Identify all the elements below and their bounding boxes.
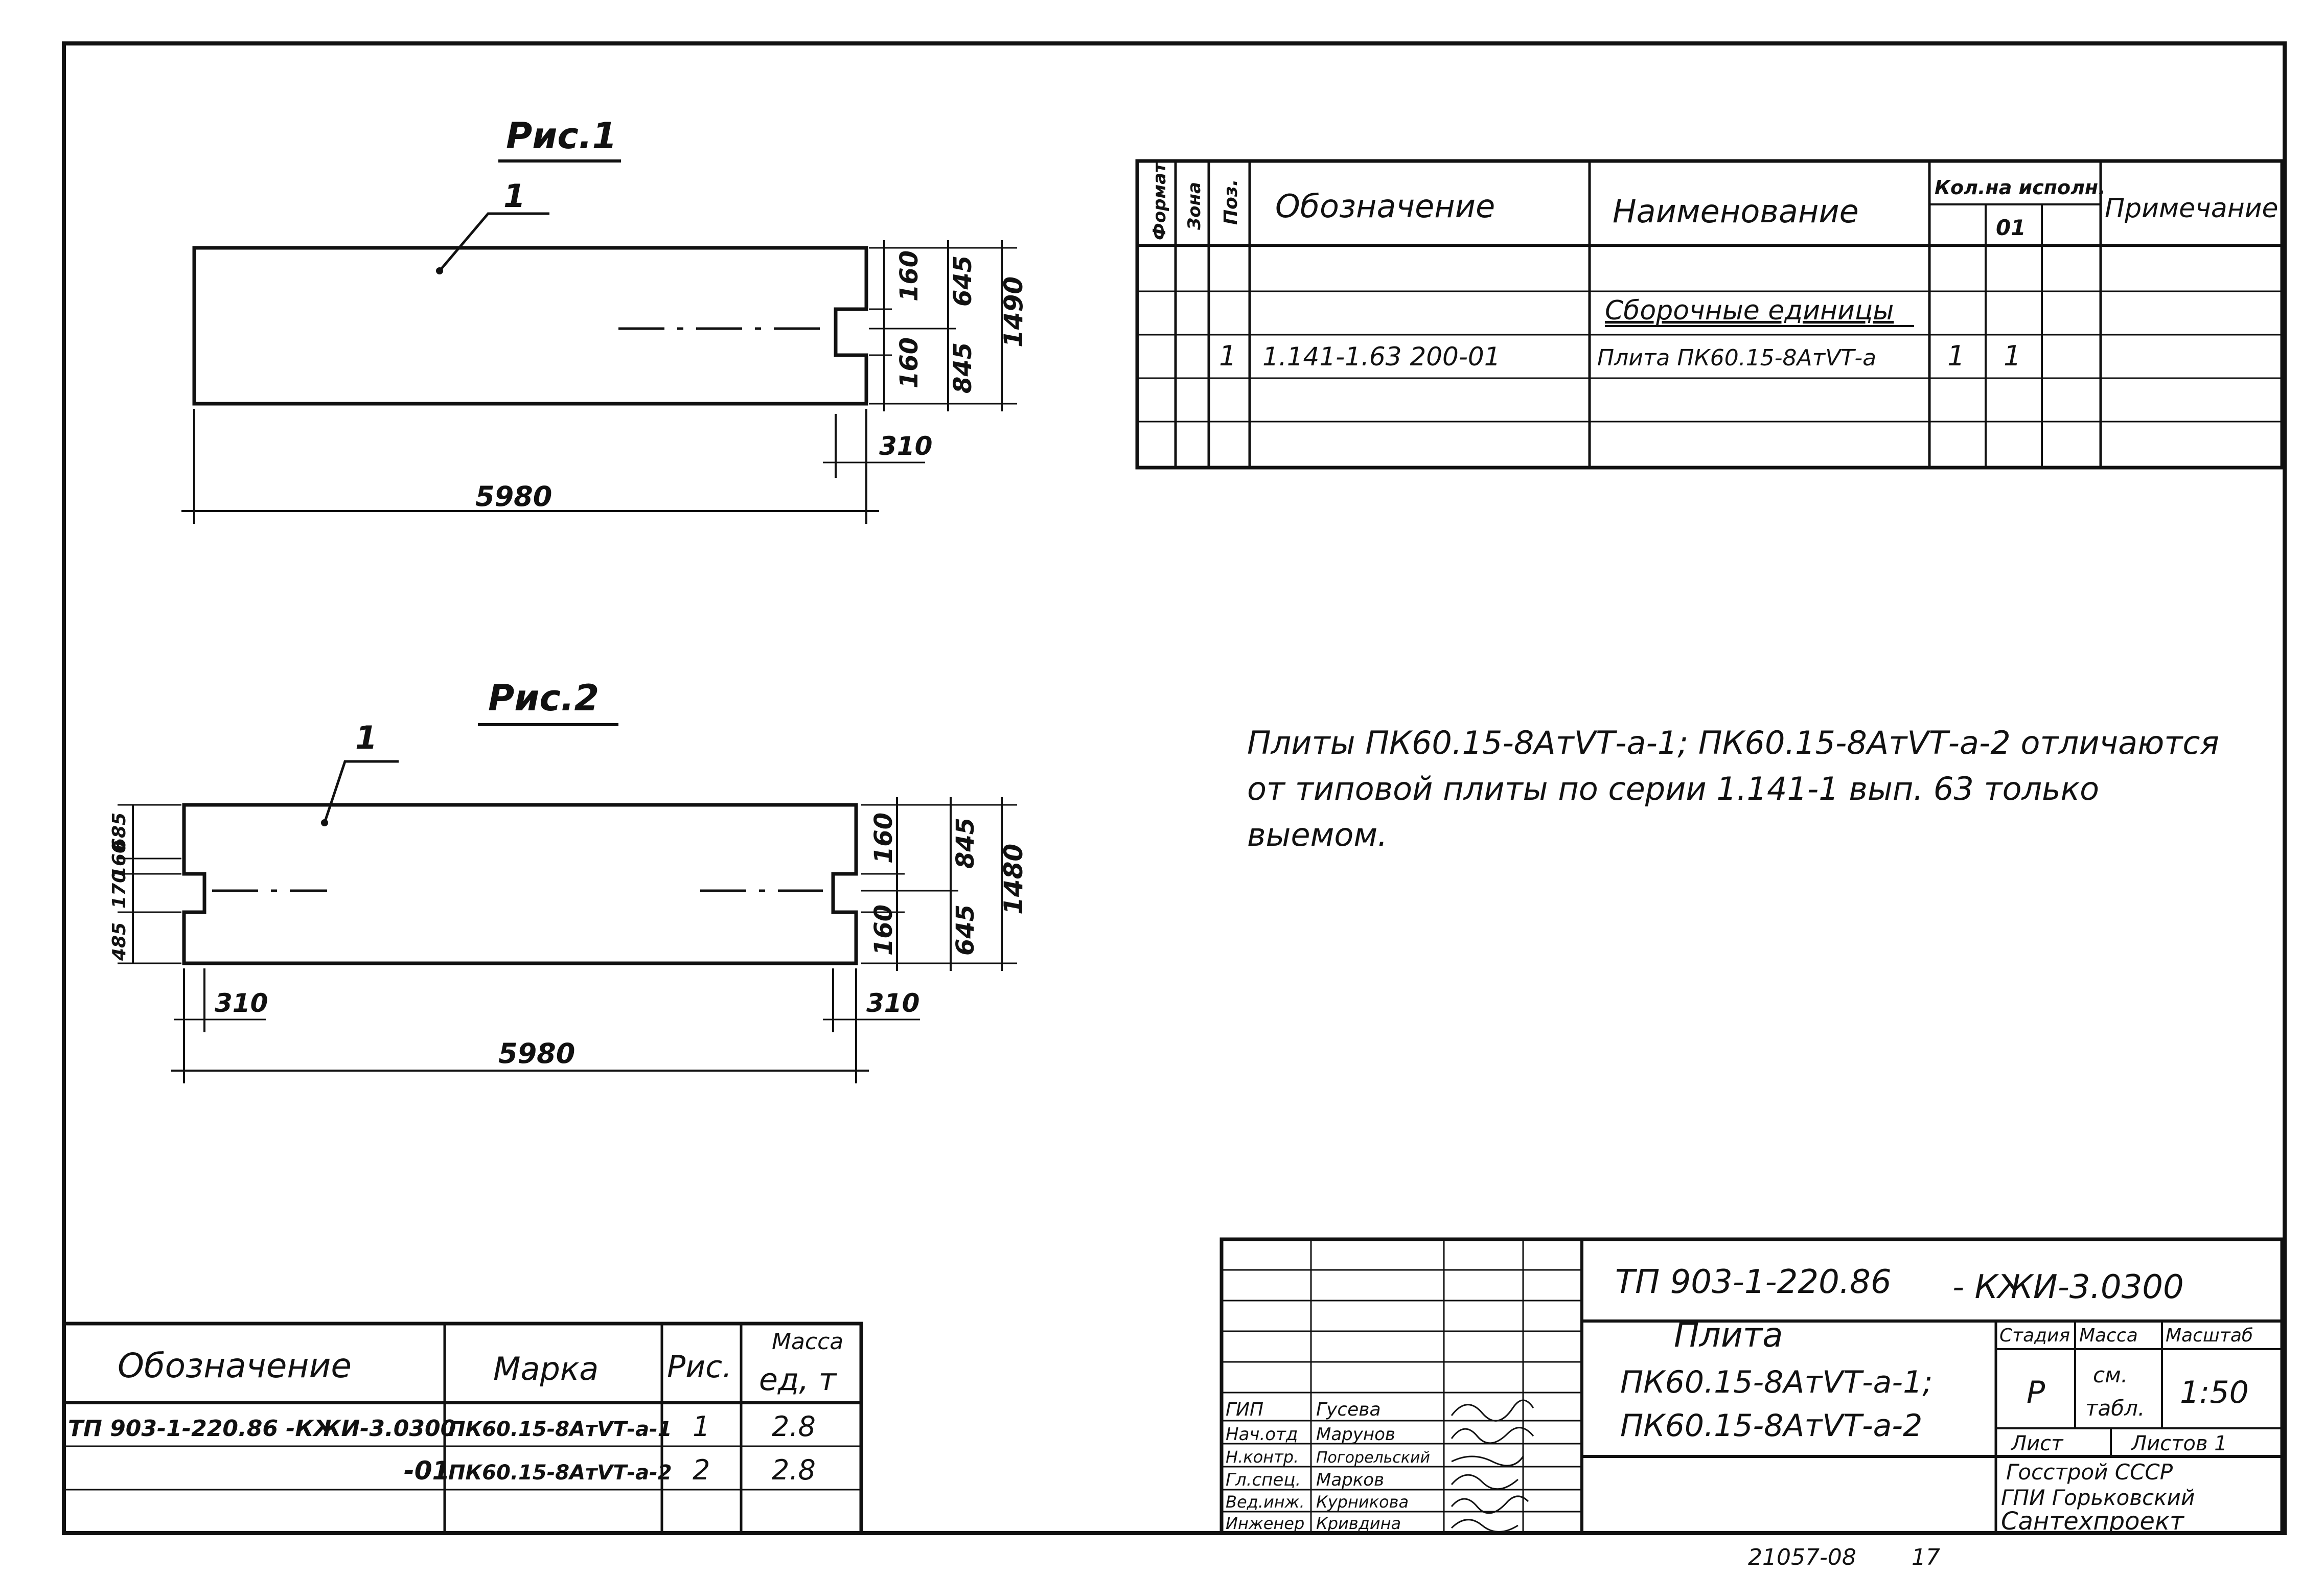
mark-row-2-mass: 2.8: [772, 1454, 816, 1486]
staff-name-4: Марков: [1316, 1470, 1384, 1490]
fig2-dim-lower-part: 645: [951, 905, 980, 956]
fig1-dim-upper-part: 645: [949, 256, 977, 307]
mark-header-mass-2: ед, т: [759, 1362, 838, 1398]
fig1-dim-lower-notch: 160: [895, 337, 924, 388]
tb-org-3: Сантехпроект: [2001, 1507, 2185, 1536]
note-line-1: Плиты ПК60.15-8АтⅤТ-а-1; ПК60.15-8АтⅤТ-а…: [1247, 724, 2219, 761]
tb-title-2: ПК60.15-8АтⅤТ-а-1;: [1620, 1364, 1932, 1400]
figure-2-label: Рис.2: [488, 677, 599, 719]
spec-row-qty-1: 1: [1947, 340, 1965, 372]
mark-row-2-fig: 2: [693, 1454, 710, 1486]
spec-row-name: Плита ПК60.15-8АтⅤТ-а: [1597, 345, 1876, 371]
mark-header-designation: Обозначение: [118, 1346, 352, 1385]
staff-name-1: Гусева: [1316, 1399, 1381, 1420]
spec-header-note: Примечание: [2105, 193, 2279, 224]
note-line-3: выемом.: [1247, 816, 1388, 853]
slab-2-outline: [182, 803, 858, 965]
fig2-dim-height: 1480: [999, 844, 1028, 915]
mark-row-1-mark: ПК60.15-8АтⅤТ-а-1: [448, 1418, 672, 1441]
fig2-dim-lower-notch: 160: [869, 905, 898, 956]
tb-scale-label: Масштаб: [2166, 1325, 2253, 1346]
spec-section-title: Сборочные единицы: [1605, 295, 1894, 326]
tb-scale: 1:50: [2180, 1375, 2249, 1410]
staff-role-5: Вед.инж.: [1226, 1492, 1305, 1512]
tb-code-a: ТП 903-1-220.86: [1615, 1263, 1892, 1301]
slab-1-outline: [192, 246, 868, 406]
staff-role-4: Гл.спец.: [1226, 1470, 1301, 1490]
staff-name-6: Кривдина: [1316, 1514, 1401, 1533]
fig2-dim-length: 5980: [498, 1037, 575, 1070]
tb-sheets-label: Листов 1: [2130, 1432, 2227, 1455]
tb-org-2: ГПИ Горьковский: [2001, 1485, 2195, 1510]
fig2-dim-left-notch: 160: [109, 841, 130, 879]
figure-2-callout: 1: [355, 719, 377, 756]
tb-org-1: Госстрой СССР: [2006, 1460, 2173, 1485]
mark-row-2-mark: ПК60.15-8АтⅤТ-а-2: [448, 1461, 672, 1485]
figure-1-label: Рис.1: [506, 115, 617, 157]
tb-mass-2: табл.: [2085, 1396, 2145, 1421]
mark-row-2-designation: -01: [404, 1456, 450, 1486]
mark-row-1-fig: 1: [693, 1410, 710, 1443]
mark-header-fig: Рис.: [667, 1349, 732, 1385]
spec-header-zone: Зона: [1184, 182, 1205, 230]
spec-header-qty-sub: 01: [1996, 215, 2026, 240]
spec-row-qty-2: 1: [2004, 340, 2021, 372]
footer-page: 17: [1912, 1544, 1940, 1570]
fig1-dim-notch-width: 310: [879, 431, 932, 461]
fig2-dim-left-center: 170: [109, 870, 130, 909]
signature-strokes: [1451, 1399, 1534, 1533]
staff-name-5: Курникова: [1316, 1492, 1409, 1512]
mark-header-mass-1: Масса: [772, 1329, 843, 1355]
note-text: Плиты ПК60.15-8АтⅤТ-а-1; ПК60.15-8АтⅤТ-а…: [1247, 724, 2219, 853]
figure-2: Рис.2 1 685 160 170 485 160 845 1480 160…: [109, 677, 1028, 1083]
fig2-dim-left-bottom: 485: [109, 922, 130, 961]
spec-header-designation: Обозначение: [1275, 188, 1495, 225]
mark-header-mark: Марка: [493, 1350, 599, 1387]
spec-row-designation: 1.141-1.63 200-01: [1262, 342, 1501, 372]
fig2-dim-notch-left: 310: [215, 988, 268, 1018]
fig2-dim-left-top: 685: [109, 813, 130, 851]
staff-role-3: Н.контр.: [1226, 1447, 1299, 1467]
fig1-dim-upper-notch: 160: [895, 250, 924, 302]
staff-role-1: ГИП: [1226, 1399, 1263, 1420]
tb-mass-label: Масса: [2079, 1325, 2138, 1346]
fig1-dim-length: 5980: [475, 480, 552, 513]
figure-1: Рис.1 1 160 645 1490 160 845 310 5980: [181, 115, 1028, 524]
fig1-dim-height: 1490: [999, 276, 1028, 348]
title-block: ГИП Гусева Нач.отд Марунов Н.контр. Пого…: [1219, 1237, 2284, 1536]
tb-stage-label: Стадия: [1999, 1325, 2070, 1346]
tb-mass-1: см.: [2093, 1362, 2128, 1387]
spec-table: Формат Зона Поз. Обозначение Наименовани…: [1135, 159, 2284, 470]
fig1-dim-lower-part: 845: [949, 342, 977, 393]
staff-name-2: Марунов: [1316, 1424, 1395, 1445]
tb-title-3: ПК60.15-8АтⅤТ-а-2: [1620, 1408, 1922, 1444]
tb-title-1: Плита: [1674, 1315, 1783, 1355]
staff-name-3: Погорельский: [1316, 1449, 1430, 1467]
mark-row-1-mass: 2.8: [772, 1410, 816, 1443]
spec-header-name: Наименование: [1613, 193, 1859, 230]
fig2-dim-upper-part: 845: [951, 818, 980, 869]
sheet-frame: [62, 41, 2287, 1535]
tb-code-b: - КЖИ-3.0300: [1952, 1268, 2184, 1306]
note-line-2: от типовой плиты по серии 1.141-1 вып. 6…: [1247, 770, 2099, 807]
footer-number: 21057-08: [1748, 1544, 1856, 1570]
spec-header-qty: Кол.на исполн.: [1935, 176, 2106, 199]
spec-header-format: Формат: [1149, 161, 1170, 240]
tb-stage: Р: [2027, 1375, 2045, 1410]
mark-row-1-designation: ТП 903-1-220.86 -КЖИ-3.0300: [68, 1416, 456, 1442]
fig2-dim-notch-right: 310: [866, 988, 919, 1018]
staff-role-2: Нач.отд: [1226, 1424, 1298, 1445]
spec-header-pos: Поз.: [1221, 179, 1241, 225]
figure-1-callout: 1: [503, 177, 525, 215]
spec-row-pos: 1: [1219, 340, 1236, 372]
tb-sheet-label: Лист: [2010, 1432, 2064, 1455]
fig2-dim-upper-notch: 160: [869, 813, 898, 864]
mark-table: Обозначение Марка Рис. Масса ед, т ТП 90…: [62, 1322, 863, 1535]
staff-role-6: Инженер: [1226, 1514, 1304, 1533]
